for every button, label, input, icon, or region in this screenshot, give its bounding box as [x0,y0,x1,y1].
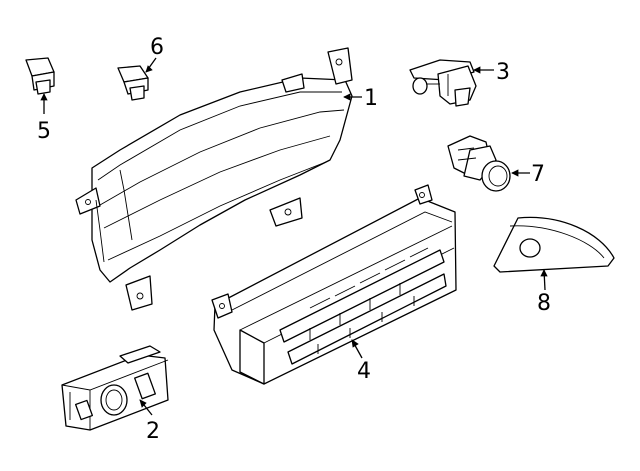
climate-control-panel [211,184,457,385]
callout-6-arrow [145,65,153,73]
push-button-start-switch [447,135,511,192]
callout-5: 5 [37,119,51,144]
callout-6: 6 [150,35,164,60]
callout-4-arrow [351,339,359,348]
headlamp-switch [61,345,169,431]
callout-7: 7 [531,162,545,187]
callout-2-arrow [139,399,147,408]
callout-1-arrow [343,93,351,101]
small-switch-a [25,57,55,95]
callout-2: 2 [146,419,160,444]
callout-1: 1 [364,86,378,111]
callout-7-arrow [511,169,519,177]
callout-8-arrow [540,269,548,277]
callout-3: 3 [496,60,510,85]
callout-4: 4 [357,359,371,384]
callout-3-arrow [473,66,481,74]
callout-5-arrow [40,93,48,101]
switch-bezel [493,216,615,273]
instrument-cluster [75,47,353,311]
ignition-switch-bracket [409,59,477,107]
small-switch-b [117,65,149,101]
callout-8: 8 [537,291,551,316]
